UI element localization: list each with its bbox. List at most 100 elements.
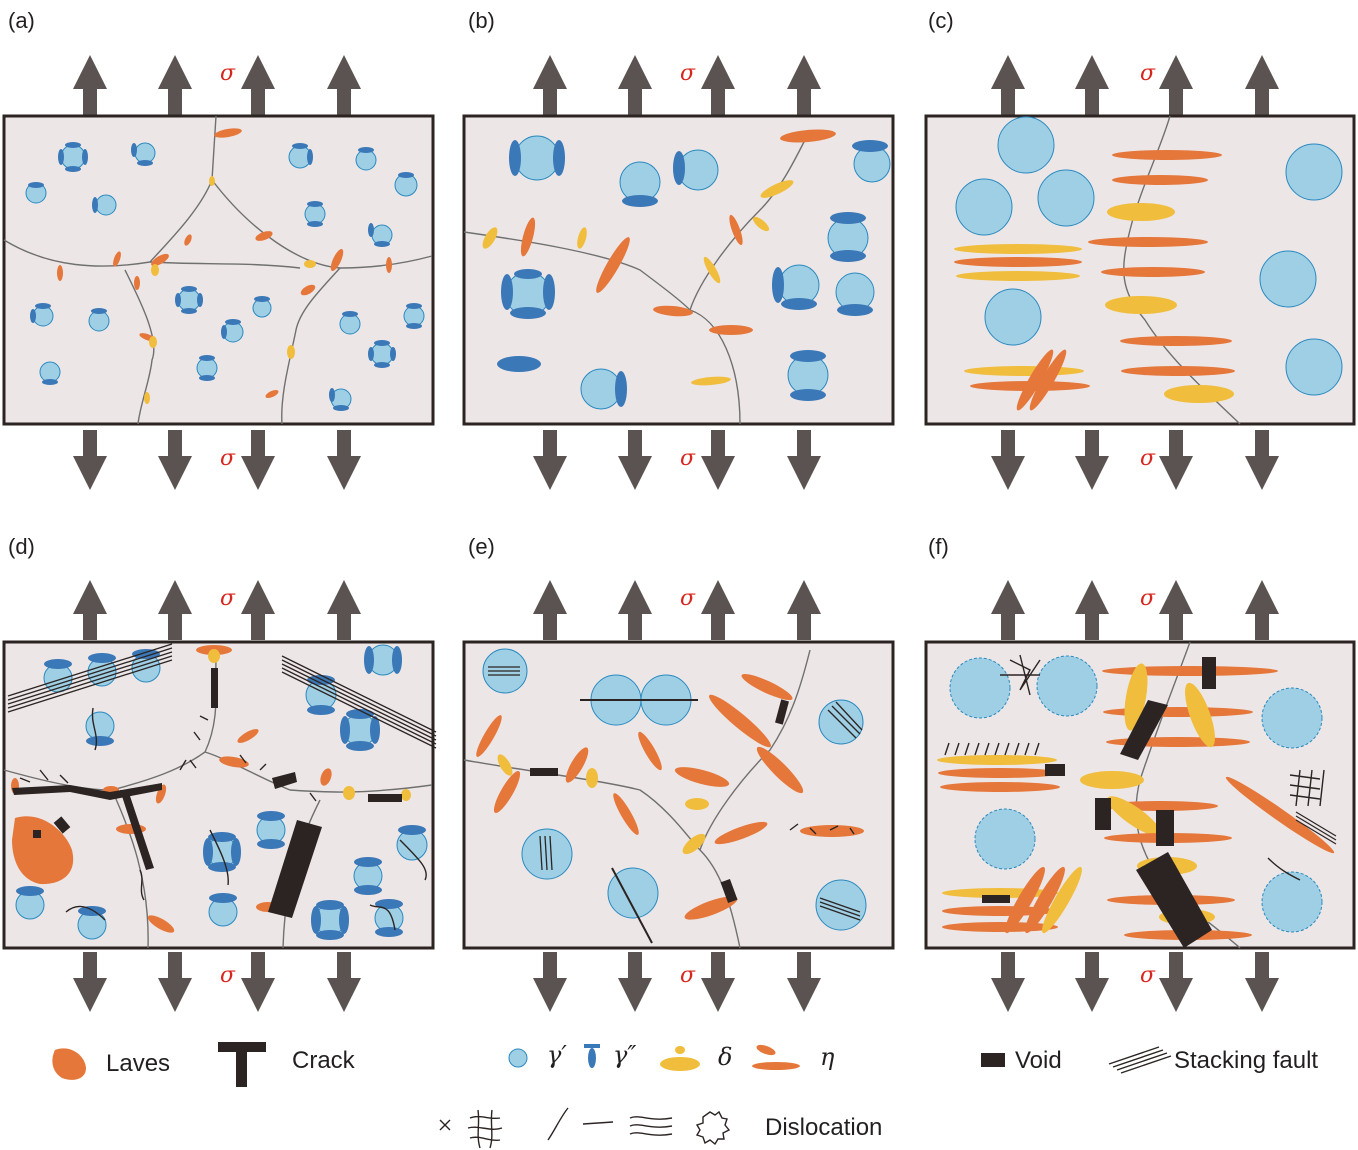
stress-arrow-up-icon	[991, 55, 1025, 115]
stress-arrow-down-icon	[618, 952, 652, 1012]
grain-boundary	[124, 261, 301, 425]
stress-label-bottom: σ	[1140, 446, 1156, 471]
stress-arrow-up-icon	[1075, 580, 1109, 640]
panel-f-content	[937, 641, 1337, 949]
stress-arrow-down-icon	[533, 952, 567, 1012]
void	[53, 816, 71, 834]
gamma-prime-group	[25, 142, 425, 411]
stacking-fault-legend-icon	[1108, 1046, 1172, 1074]
legend: Laves Crack γ′ γ″ δ η Void Stacking faul…	[52, 1041, 1318, 1149]
stress-arrow-up-icon	[787, 55, 821, 115]
stress-label-bottom: σ	[680, 963, 696, 988]
voids	[982, 657, 1216, 948]
stress-arrow-down-icon	[241, 430, 275, 490]
stress-label-top: σ	[680, 586, 696, 611]
crack-legend-icon	[218, 1042, 266, 1087]
dislocations	[944, 654, 1337, 881]
panel-c-content	[954, 115, 1343, 425]
stress-arrow-down-icon	[327, 430, 361, 490]
gamma-prime-group	[955, 116, 1343, 396]
stress-arrow-up-icon	[533, 55, 567, 115]
dislocation-loop-icon	[695, 1110, 731, 1146]
cracks	[12, 668, 402, 918]
gamma-prime-legend-label: γ′	[547, 1041, 567, 1069]
panel-label: (f)	[928, 534, 949, 559]
panel-d-content	[3, 643, 437, 949]
stress-arrow-down-icon	[701, 430, 735, 490]
dislocation-network-icon	[467, 1109, 503, 1149]
stress-arrow-down-icon	[241, 952, 275, 1012]
stress-arrow-up-icon	[241, 580, 275, 640]
stress-arrow-up-icon	[787, 580, 821, 640]
stress-arrow-up-icon	[73, 55, 107, 115]
panel-e-content	[463, 648, 867, 949]
grain-boundary	[699, 649, 811, 851]
laves-legend-icon	[52, 1048, 86, 1080]
stress-arrow-down-icon	[533, 430, 567, 490]
grain-boundary	[463, 231, 741, 425]
stress-arrow-up-icon	[1159, 580, 1193, 640]
stress-arrow-up-icon	[533, 580, 567, 640]
stress-arrow-up-icon	[1245, 580, 1279, 640]
stress-arrow-down-icon	[1245, 430, 1279, 490]
panel-d: (d)σσ	[2, 534, 435, 1012]
dislocations	[19, 707, 427, 931]
stress-arrow-down-icon	[991, 952, 1025, 1012]
defects	[488, 666, 863, 944]
stress-label-bottom: σ	[680, 446, 696, 471]
void	[33, 830, 41, 838]
stress-arrow-up-icon	[618, 580, 652, 640]
stress-label-bottom: σ	[1140, 963, 1156, 988]
stress-arrow-down-icon	[1075, 430, 1109, 490]
stress-arrow-up-icon	[327, 55, 361, 115]
eta-legend-label: η	[820, 1043, 835, 1071]
stress-arrow-down-icon	[1159, 430, 1193, 490]
panel-label: (e)	[468, 534, 495, 559]
precipitates	[937, 663, 1335, 940]
stress-arrow-up-icon	[701, 580, 735, 640]
gamma-prime-group	[15, 644, 428, 940]
stress-arrow-up-icon	[1159, 55, 1193, 115]
delta-legend-icon	[660, 1046, 700, 1071]
panel-label: (c)	[928, 8, 954, 33]
panel-label: (b)	[468, 8, 495, 33]
stress-arrow-down-icon	[787, 952, 821, 1012]
precipitates	[476, 673, 864, 920]
stress-arrow-up-icon	[1075, 55, 1109, 115]
dislocation-cross-icon	[439, 1119, 451, 1131]
grain-boundary	[689, 129, 811, 311]
stress-arrow-down-icon	[327, 952, 361, 1012]
stress-label-bottom: σ	[220, 963, 236, 988]
stress-label-top: σ	[1140, 586, 1156, 611]
dislocation-line-icon	[582, 1121, 614, 1125]
stress-arrow-down-icon	[158, 952, 192, 1012]
panel-label: (d)	[8, 534, 35, 559]
void-legend-icon	[981, 1053, 1005, 1067]
stress-arrow-down-icon	[1159, 952, 1193, 1012]
stacking-fault-legend-label: Stacking fault	[1174, 1047, 1318, 1074]
gamma-prime-group	[482, 648, 867, 931]
stress-arrow-up-icon	[241, 55, 275, 115]
stress-arrow-down-icon	[1075, 952, 1109, 1012]
dislocation-legend-label: Dislocation	[765, 1114, 882, 1141]
stress-arrow-down-icon	[618, 430, 652, 490]
dislocation-legend-icons	[439, 1107, 731, 1149]
eta-legend-icon	[752, 1044, 800, 1070]
stress-arrow-down-icon	[787, 430, 821, 490]
gamma-double-prime-legend-label: γ″	[613, 1041, 636, 1069]
stress-label-bottom: σ	[220, 446, 236, 471]
stress-label-top: σ	[680, 61, 696, 86]
void-legend-label: Void	[1015, 1047, 1062, 1074]
laves-phase	[12, 816, 74, 885]
stress-arrow-up-icon	[158, 580, 192, 640]
dislocation-curve-icon	[547, 1107, 569, 1141]
stress-arrow-down-icon	[73, 952, 107, 1012]
panel-a-content	[3, 115, 433, 425]
stress-arrow-up-icon	[1245, 55, 1279, 115]
stacking-faults	[7, 643, 437, 749]
stress-arrow-down-icon	[701, 952, 735, 1012]
stress-label-top: σ	[1140, 61, 1156, 86]
stress-arrow-up-icon	[618, 55, 652, 115]
stress-arrow-down-icon	[991, 430, 1025, 490]
